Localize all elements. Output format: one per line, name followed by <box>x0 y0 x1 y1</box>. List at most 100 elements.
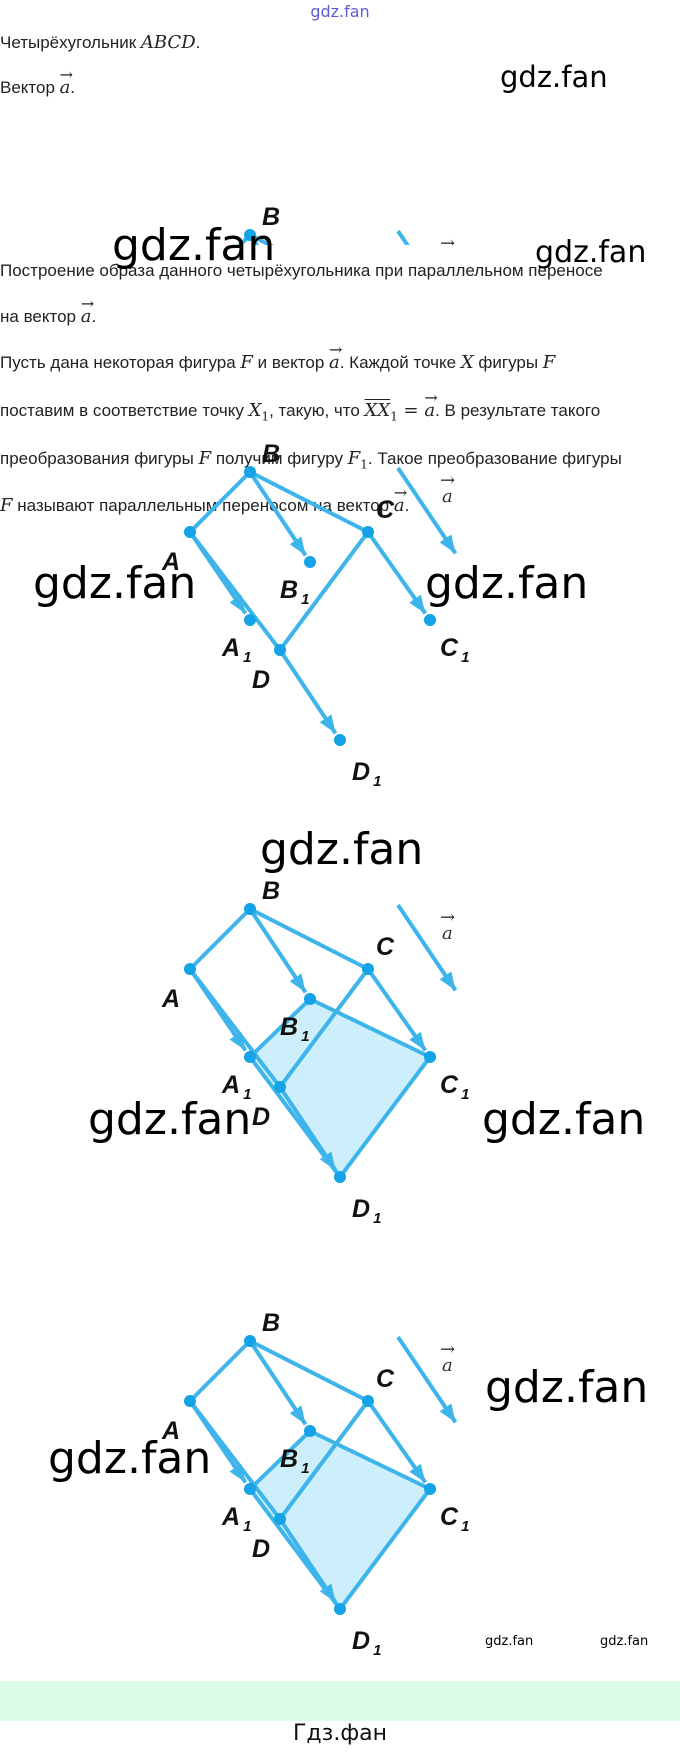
vector-aa1-arrowhead-icon <box>229 1031 246 1051</box>
point-c <box>362 963 374 975</box>
subscript: 1 <box>261 409 270 424</box>
point-b <box>244 229 256 241</box>
vector-aa1-arrowhead-icon <box>229 594 246 614</box>
math-vector-a: a <box>60 65 73 98</box>
point-c <box>362 526 374 538</box>
point-a <box>184 1395 196 1407</box>
point-a1 <box>244 1483 256 1495</box>
point-b1 <box>304 993 316 1005</box>
text: . Каждой точке <box>339 353 461 372</box>
vector-aa1-arrowhead-icon <box>229 1463 246 1483</box>
label-a: A <box>161 1417 180 1445</box>
point-d <box>274 1513 286 1525</box>
vector-cc1-arrowhead-icon <box>409 594 426 614</box>
subscript: 1 <box>390 409 398 424</box>
label-b: B <box>262 203 280 231</box>
watermark: gdz.fan <box>260 824 424 875</box>
footer-bar <box>0 1681 680 1721</box>
math-f: F <box>542 352 556 373</box>
point-c1 <box>424 614 436 626</box>
footer-brand[interactable]: Гдз.фан <box>293 1721 387 1746</box>
math-vector-a: a <box>424 388 437 421</box>
side-a1b1 <box>248 1429 312 1491</box>
vector-cc1-arrowhead-icon <box>409 1463 426 1483</box>
vector-arrow-icon: → <box>440 1339 455 1360</box>
point-a1 <box>244 614 256 626</box>
point-a <box>184 963 196 975</box>
label-d: D <box>252 666 270 694</box>
watermark: gdz.fan <box>482 1094 646 1145</box>
point-c <box>362 1395 374 1407</box>
math-x1: X <box>248 400 262 421</box>
vector-bb1-arrowhead-icon <box>289 1405 306 1425</box>
point-a <box>184 526 196 538</box>
equals: = <box>397 400 425 421</box>
image-quadrilateral-fill <box>250 999 430 1177</box>
point-d1 <box>334 1171 346 1183</box>
watermark: gdz.fan <box>425 558 589 609</box>
text: . <box>404 496 410 515</box>
point-b <box>244 1335 256 1347</box>
math-f: F <box>198 448 212 469</box>
label-b: B <box>262 1309 280 1337</box>
para1-line2: на вектор a. <box>0 294 97 327</box>
side-cd <box>278 967 370 1089</box>
watermark: gdz.fan <box>33 558 197 609</box>
text: Четырёхугольник <box>0 33 141 52</box>
quadrilateral-line: Четырёхугольник ABCD. <box>0 33 200 53</box>
text: преобразования фигуры <box>0 449 199 468</box>
text: фигуры <box>473 353 543 372</box>
watermark: gdz.fan <box>500 60 608 94</box>
side-a1b1 <box>248 997 312 1059</box>
watermark: gdz.fan <box>48 1433 212 1484</box>
math-vector-a: a <box>329 340 342 373</box>
para2-line3: преобразования фигуры F получим фигуру F… <box>0 449 622 474</box>
text: поставим в соответствие точку <box>0 401 249 420</box>
side-ab <box>188 470 252 534</box>
text: . Такое преобразование фигуры <box>367 449 622 468</box>
label-c: C <box>376 933 395 961</box>
math-f: F <box>240 352 253 373</box>
vector-dd1-arrowhead-icon <box>319 1583 336 1603</box>
text: . <box>91 307 97 326</box>
vector-arrow-icon: → <box>440 470 455 491</box>
math-vector-a: a <box>81 294 94 327</box>
label-c: C <box>376 496 395 524</box>
label-d: D <box>252 1103 270 1131</box>
side-bc <box>249 470 369 534</box>
watermark: gdz.fan <box>88 1094 252 1145</box>
point-b1 <box>304 556 316 568</box>
watermark: gdz.fan <box>535 235 647 270</box>
point-d <box>274 644 286 656</box>
para2-line4: F называют параллельным переносом на век… <box>0 483 410 516</box>
point-a1 <box>244 1051 256 1063</box>
point-c1 <box>424 1051 436 1063</box>
text: называют параллельным переносом на векто… <box>12 496 394 515</box>
point-c1 <box>424 1483 436 1495</box>
point-d <box>274 1081 286 1093</box>
vector-line: Вектор a. <box>0 65 75 98</box>
side-ab <box>188 907 252 971</box>
point-d1 <box>334 1603 346 1615</box>
label-a: A <box>161 548 180 576</box>
side-b1c1 <box>309 1429 431 1491</box>
header-watermark: gdz.fan <box>310 2 370 21</box>
vector-a-arrowhead-icon <box>439 1403 456 1423</box>
vector-a-arrowhead-icon <box>439 534 456 554</box>
side-c1d1 <box>338 1487 432 1611</box>
point-b <box>244 466 256 478</box>
side-bc <box>249 907 369 971</box>
subscript: 1 <box>360 457 368 472</box>
para1-line1: Построение образа данного четырёхугольни… <box>0 261 603 280</box>
